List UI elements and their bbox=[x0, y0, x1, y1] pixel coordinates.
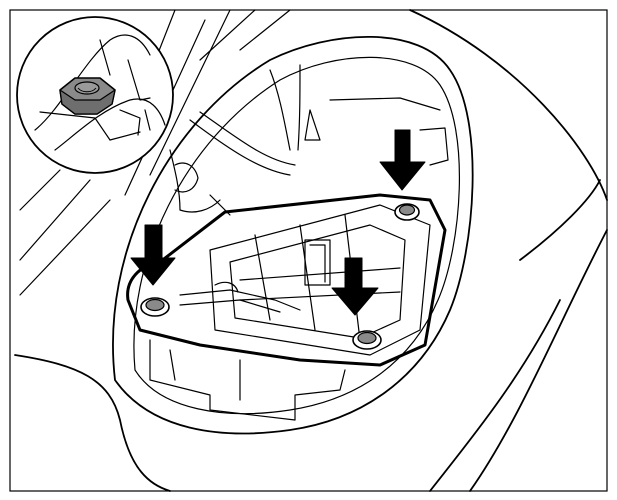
nut-rear-right bbox=[394, 203, 420, 221]
floor-edge bbox=[149, 339, 346, 421]
arrow-front-right bbox=[331, 257, 379, 316]
inset-nut bbox=[59, 77, 116, 115]
arrow-front-left bbox=[130, 224, 176, 286]
nut-front-left bbox=[140, 297, 170, 317]
vehicle-body-contour bbox=[14, 9, 608, 492]
nut-front-right bbox=[352, 330, 382, 350]
floor-panel bbox=[179, 204, 431, 356]
arrow-rear-right bbox=[379, 129, 426, 191]
trunk-opening bbox=[112, 35, 474, 435]
trunk-opening-inner bbox=[133, 56, 460, 415]
interior-details bbox=[169, 64, 449, 216]
detail-inset bbox=[16, 16, 174, 174]
